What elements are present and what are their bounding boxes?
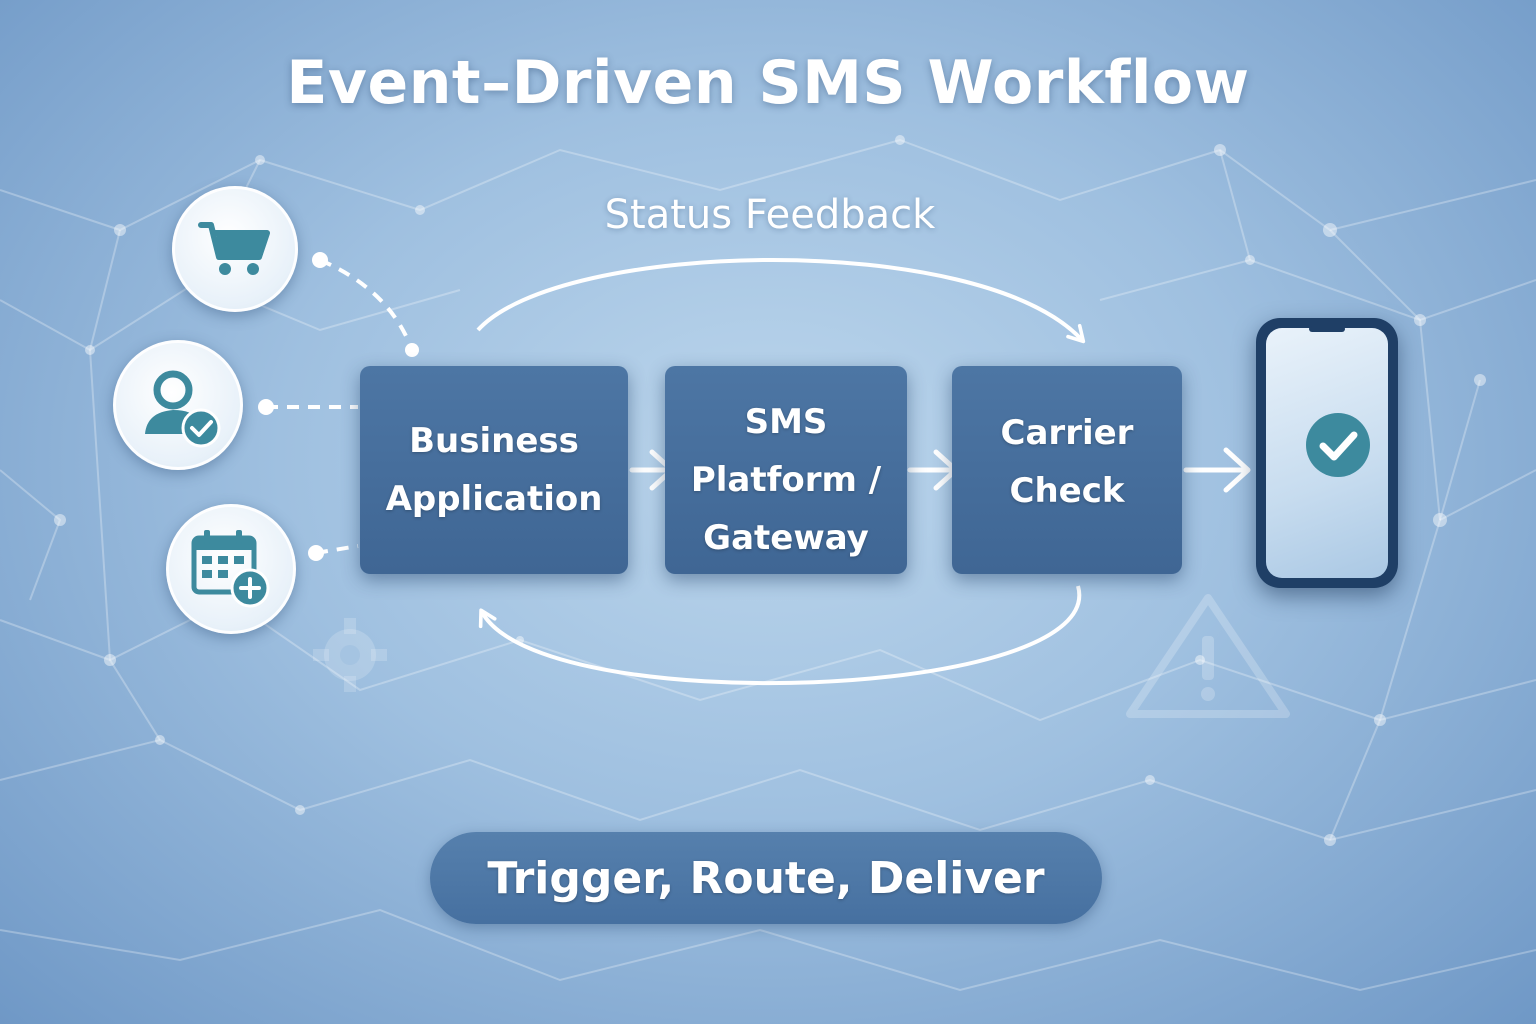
sms-gateway-node: SMS Platform / Gateway (665, 366, 907, 574)
warning-icon (1126, 594, 1290, 718)
status-feedback-label: Status Feedback (604, 192, 936, 238)
event-source-calendar (166, 504, 296, 634)
event-connector-cart (319, 258, 414, 351)
user-check-icon (145, 370, 221, 448)
phone-screen (1266, 328, 1388, 578)
carrier-check-label: Carrier Check (1000, 413, 1134, 511)
connector-dot-app-top (405, 343, 419, 357)
feedback-arrow-bottom (478, 585, 1082, 686)
flow-arrow-sms-to-carrier (907, 449, 959, 491)
feedback-arrow-top (476, 258, 1086, 344)
phone-notch (1309, 326, 1345, 332)
flow-arrow-carrier-to-phone (1183, 447, 1251, 493)
calendar-add-icon (191, 530, 270, 608)
connector-dot-user (258, 399, 274, 415)
shopping-cart-icon (198, 222, 270, 275)
event-source-user (113, 340, 243, 470)
connector-dot-cart (312, 252, 328, 268)
tagline-banner: Trigger, Route, Deliver (430, 832, 1102, 924)
carrier-check-node: Carrier Check (952, 366, 1182, 574)
diagram-title: Event–Driven SMS Workflow (286, 48, 1250, 118)
sms-gateway-label: SMS Platform / Gateway (690, 402, 882, 558)
business-application-label: Business Application (385, 421, 603, 519)
phone-check-icon (1306, 413, 1370, 477)
tagline-text: Trigger, Route, Deliver (487, 852, 1045, 904)
connector-dot-calendar (308, 545, 324, 561)
business-application-node: Business Application (360, 366, 628, 574)
event-source-cart (172, 186, 298, 312)
gear-icon (313, 618, 387, 692)
phone-device (1256, 318, 1398, 588)
